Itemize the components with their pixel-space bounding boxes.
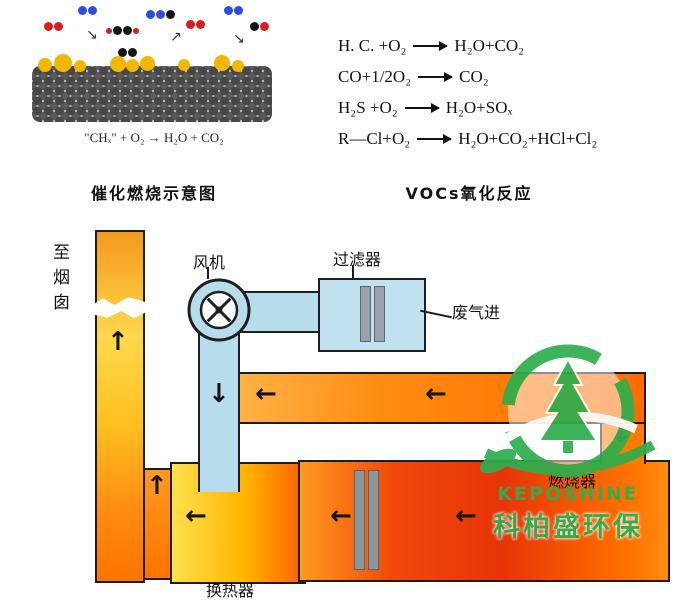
fan-label: 风机 (193, 253, 226, 272)
flow-arrow-down-icon: ↓ (208, 379, 230, 409)
catalyst-site (54, 54, 72, 72)
molecule-o2 (186, 20, 205, 29)
catalyst-site (140, 56, 155, 71)
catalyst-bed-plate (368, 470, 379, 570)
chimney-duct (95, 230, 145, 583)
filter-element (360, 286, 371, 342)
molecule-n2 (224, 6, 243, 15)
catalyst-site (126, 59, 139, 72)
fan-leader-line (207, 267, 209, 279)
diffusion-arrow-icon: ↘ (86, 27, 98, 43)
equation-rhs: H₂O+CO₂+HCl+Cl₂ (458, 128, 598, 148)
flow-arrow-up-icon: ↑ (146, 471, 168, 501)
equation-rhs: H₂O+CO₂ (454, 35, 525, 55)
flow-arrow-left-icon: ← (455, 501, 477, 531)
flow-arrow-left-icon: ← (330, 501, 352, 531)
gas-in-label: 废气进 (452, 303, 501, 322)
catalyst-bed-plate (354, 470, 365, 570)
vocs-reaction-equations: H. C. +O₂ H₂O+CO₂ CO+1/2O₂ CO₂ H₂S +O₂ H… (338, 30, 600, 154)
reaction-arrow-icon (417, 133, 453, 144)
molecule-n2 (78, 6, 97, 15)
catalyst-site (214, 55, 230, 71)
brand-logo-icon (479, 344, 656, 478)
catalyst-site (74, 60, 86, 72)
brand-name-chinese: 科柏盛环保 (493, 512, 643, 543)
flow-arrow-left-icon: ← (185, 501, 207, 531)
catalyst-site (38, 58, 52, 72)
equation-rhs: H₂O+SOₓ (445, 97, 513, 117)
molecule-cluster (146, 10, 175, 19)
diffusion-arrow-icon: ↘ (233, 31, 245, 47)
equation-row: H. C. +O₂ H₂O+CO₂ (338, 30, 600, 61)
duct-break-mark (90, 297, 148, 319)
catalytic-combustion-figure: ↘ ↗ ↘ "CHₓ" + O₂ → H₂O + CO₂ 催化燃烧示意图 (28, 4, 280, 209)
equation-lhs: R—Cl+O₂ (338, 128, 411, 148)
brand-watermark: KEPOSHINE 科柏盛环保 (468, 333, 668, 573)
figure-caption: 催化燃烧示意图 (90, 184, 217, 203)
flow-arrow-up-icon: ↑ (107, 327, 129, 357)
equation-row: R—Cl+O₂ H₂O+CO₂+HCl+Cl₂ (338, 123, 600, 154)
reaction-arrow-icon (404, 102, 440, 113)
process-flow-diagram: 至烟囱 风机 过滤器 废气进 燃烧器 换热器 ↑ ↓ ← ← ↓ ← ← ← ↑ (0, 225, 700, 600)
flow-arrow-left-icon: ← (255, 379, 277, 409)
molecule-co (250, 22, 269, 31)
brand-name: KEPOSHINE (497, 483, 639, 505)
filter-label: 过滤器 (333, 250, 382, 269)
fan-icon (187, 278, 251, 342)
equation-row: H₂S +O₂ H₂O+SOₓ (338, 92, 600, 123)
molecule-adsorbed (118, 48, 137, 57)
catalyst-site (110, 56, 126, 72)
equation-lhs: H. C. +O₂ (338, 35, 407, 55)
reactions-caption: VOCs氧化反应 (405, 184, 533, 203)
equation-rhs: CO₂ (459, 66, 489, 86)
equation-lhs: CO+1/2O₂ (338, 66, 412, 86)
equation-lhs: H₂S +O₂ (338, 97, 398, 117)
surface-reaction-formula: "CHₓ" + O₂ → H₂O + CO₂ (84, 130, 224, 145)
chimney-label: 至烟囱 (49, 243, 69, 318)
catalyst-site (232, 60, 244, 72)
reaction-arrow-icon (418, 71, 454, 82)
filter-box (318, 278, 426, 352)
combustion-chamber-box (298, 460, 670, 582)
flow-arrow-left-icon: ← (425, 379, 447, 409)
catalyst-site (178, 59, 190, 71)
filter-element (374, 286, 385, 342)
molecule-o2 (44, 22, 63, 31)
diffusion-arrow-icon: ↗ (170, 29, 182, 45)
heat-exchanger-label: 换热器 (206, 581, 255, 600)
reaction-arrow-icon (413, 40, 449, 51)
catalyst-surface (32, 66, 272, 122)
molecule-co2 (106, 26, 139, 35)
equation-row: CO+1/2O₂ CO₂ (338, 61, 600, 92)
filter-leader-line (352, 265, 354, 278)
